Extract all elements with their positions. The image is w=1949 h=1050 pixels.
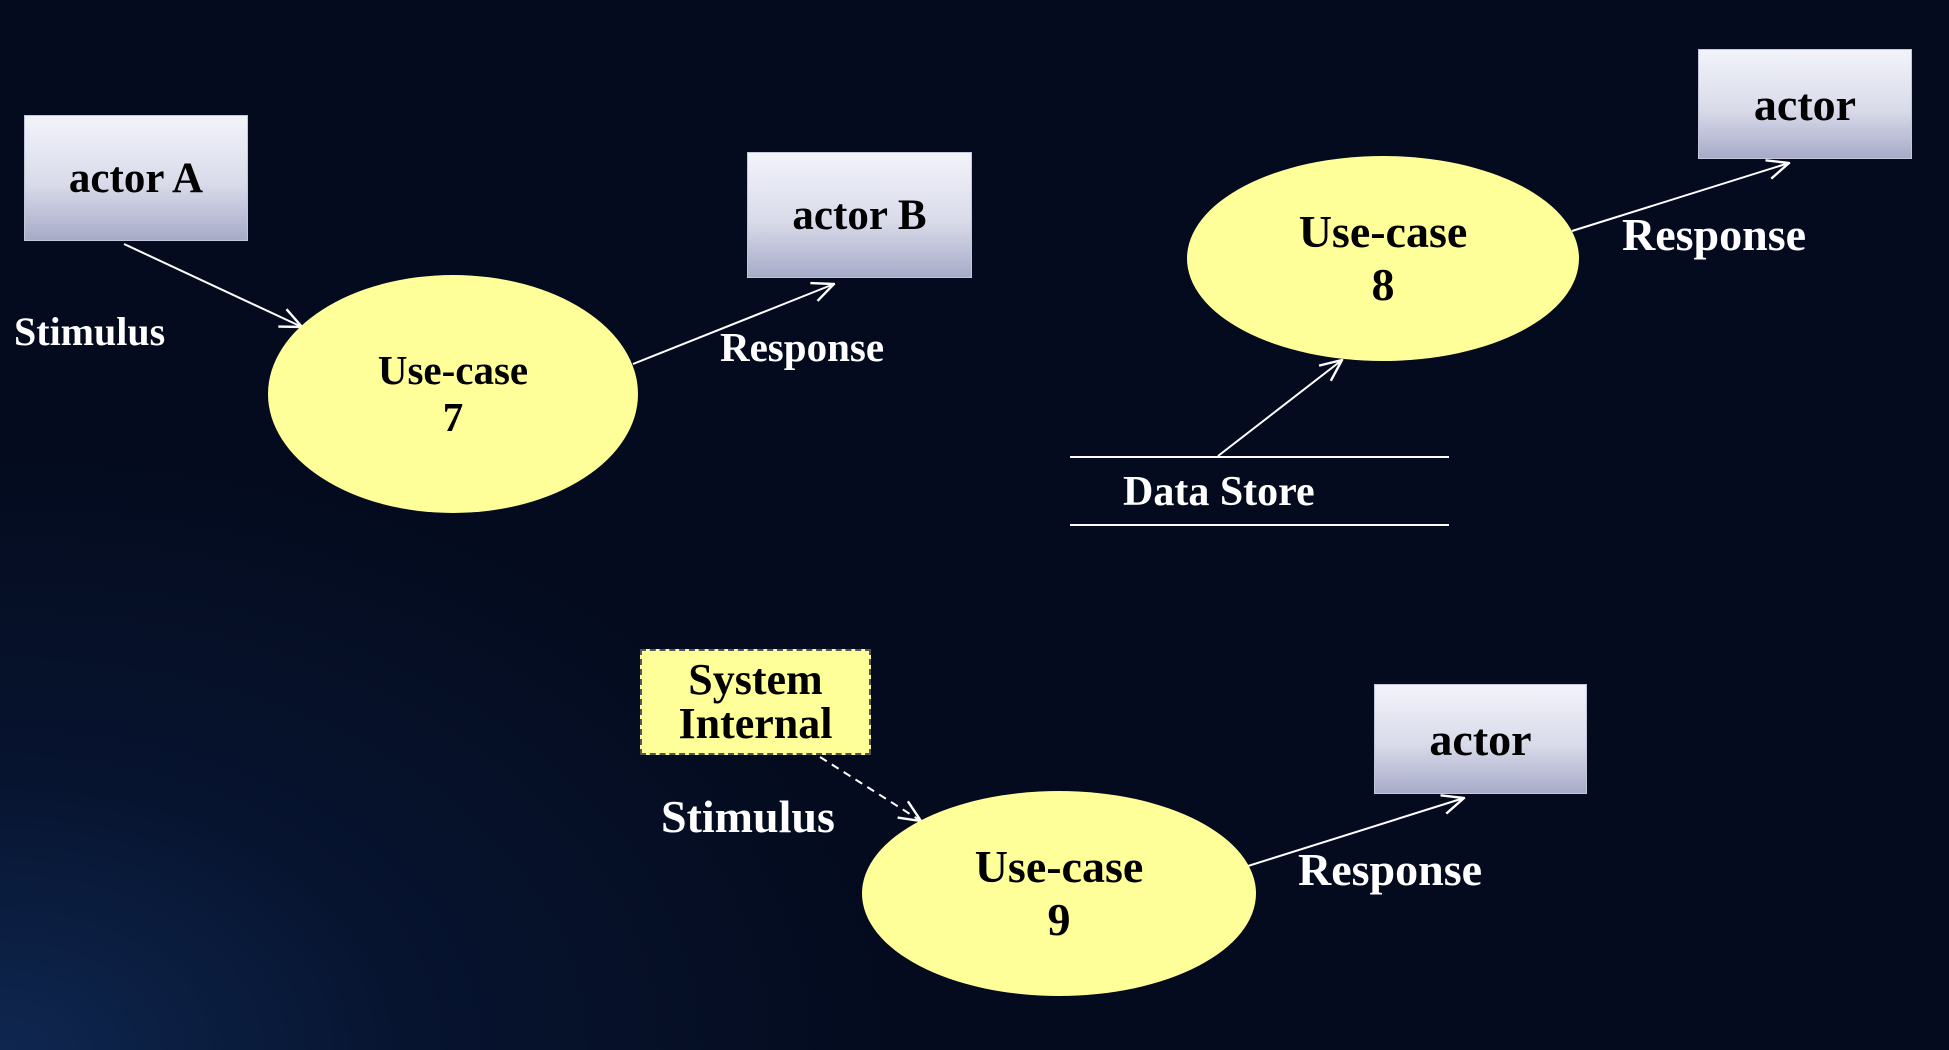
usecase-8-number: 8 (1371, 258, 1395, 310)
usecase-8-title: Use-case (1298, 205, 1468, 257)
data-store-label: Data Store (1123, 469, 1315, 515)
stimulus-label-a: Stimulus (14, 309, 166, 354)
actor-a-label: actor A (68, 154, 204, 202)
response-arrow-b (1571, 163, 1789, 232)
stimulus-label-c: Stimulus (661, 791, 835, 842)
response-arrow-a (632, 284, 834, 365)
actor-a-box: actor A (24, 115, 248, 241)
usecase-9-title: Use-case (974, 840, 1144, 892)
actor-box-8: actor (1698, 49, 1912, 159)
stimulus-arrow-a (123, 243, 302, 327)
actor-b-box: actor B (747, 152, 972, 278)
usecase-9: Use-case 9 (862, 791, 1256, 996)
system-internal-line1: System (688, 655, 823, 704)
system-internal-box: System Internal (640, 649, 871, 755)
actor-8-label: actor (1753, 78, 1857, 130)
usecase-7-number: 7 (442, 394, 464, 440)
actor-b-label: actor B (792, 191, 927, 239)
data-flow-arrow-b (1217, 360, 1342, 457)
actor-9-label: actor (1429, 713, 1532, 765)
stimulus-arrow-c (819, 756, 921, 821)
usecase-9-number: 9 (1047, 893, 1071, 945)
response-label-c: Response (1298, 844, 1483, 895)
usecase-7: Use-case 7 (268, 275, 638, 513)
response-arrow-c (1247, 798, 1464, 867)
response-label-a: Response (720, 324, 885, 370)
usecase-8: Use-case 8 (1187, 156, 1579, 361)
response-label-b: Response (1622, 209, 1807, 260)
actor-box-9: actor (1374, 684, 1587, 794)
system-internal-line2: Internal (678, 699, 833, 748)
usecase-7-title: Use-case (377, 346, 529, 393)
